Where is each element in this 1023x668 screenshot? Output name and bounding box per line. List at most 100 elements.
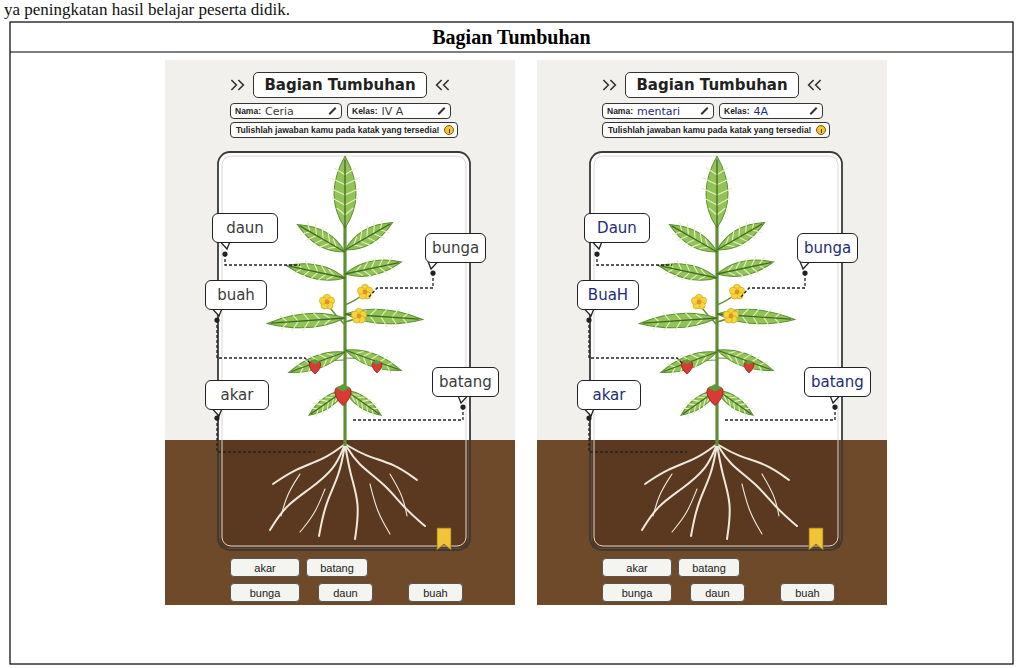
word-bank-chip: batang (678, 558, 740, 577)
leaf-blade (344, 255, 404, 281)
title-banner: Bagian Tumbuhan (625, 72, 798, 98)
node-text: Bagian Tumbuhan (264, 76, 415, 94)
leaf-blade (716, 255, 776, 281)
flower-center (735, 290, 740, 295)
leader-dot (832, 404, 837, 409)
node-text: BuaH (588, 286, 628, 304)
name-field: Kelas:4A (719, 103, 823, 119)
leader-line (368, 273, 433, 298)
node-text: batang (320, 562, 354, 574)
node-text: mentari (637, 105, 680, 118)
worksheet-photo (537, 60, 887, 605)
leader-dot (430, 270, 435, 275)
leader-line (225, 254, 300, 265)
cut-text-line: ya peningkatan hasil belajar peserta did… (4, 0, 290, 20)
leader-dot (214, 317, 219, 322)
leaf-blade (267, 311, 346, 330)
leader-line (351, 407, 463, 420)
node-text: bunga (432, 239, 479, 257)
word-bank-chip: batang (306, 558, 368, 577)
node-text: buah (795, 587, 819, 599)
leaf-blade (658, 346, 719, 379)
answer-callout: daun (212, 213, 278, 243)
worksheet: Bagian TumbuhanNama: mentari Kelas:4A Tulis… (537, 60, 887, 605)
node-text: akar (593, 386, 626, 404)
leader-dot (802, 270, 807, 275)
leaf-blade (717, 307, 796, 326)
leaf (664, 215, 722, 261)
info-icon (444, 125, 454, 135)
root (742, 484, 762, 534)
flower (351, 308, 366, 323)
leaf (715, 252, 776, 283)
pencil-icon (329, 107, 337, 115)
roots (642, 444, 797, 539)
table-rule (10, 51, 1013, 52)
word-bank-chip: daun (690, 583, 745, 602)
node-text: bunga (622, 587, 653, 599)
word-bank-chip: bunga (602, 583, 672, 602)
worksheet: Bagian TumbuhanNama:CeriaKelas:IV ATulis… (165, 60, 515, 605)
node-text: bunga (250, 587, 281, 599)
leader-line (217, 320, 311, 364)
answer-callout: akar (577, 380, 641, 410)
node-text: Kelas: (352, 106, 378, 116)
leader-line (740, 273, 805, 298)
leaf-blade (715, 344, 776, 377)
pencil-icon (810, 107, 818, 115)
node-text: Daun (597, 219, 637, 237)
leaf-midrib (345, 350, 399, 369)
leaf (658, 344, 721, 381)
bookmark (809, 528, 823, 550)
answer-callout: batang (432, 367, 499, 397)
instruction-bar: Tulishlah jawaban kamu pada katak yang t… (602, 122, 830, 138)
strawberry (372, 360, 382, 373)
flower (319, 294, 334, 309)
node-text: Tulishlah jawaban kamu pada katak yang t… (608, 125, 811, 135)
leaf (343, 252, 404, 283)
berry-cap (708, 384, 722, 392)
root (345, 444, 425, 526)
root (717, 444, 797, 526)
node-text: daun (705, 587, 729, 599)
pencil-icon (438, 107, 446, 115)
chevron-deco (809, 80, 821, 90)
leader-dot (460, 404, 465, 409)
node-text: buah (423, 587, 447, 599)
root (345, 444, 417, 480)
leaf-midrib (345, 224, 390, 250)
answer-callout: Daun (584, 213, 650, 243)
word-bank-chip: buah (408, 583, 463, 602)
leaf (330, 156, 361, 228)
node-text: 4A (754, 105, 769, 118)
leaf (286, 344, 349, 381)
name-field: Kelas:IV A (347, 103, 451, 119)
soil-frame (592, 440, 840, 548)
flower (357, 284, 372, 299)
leaf-blade (334, 156, 356, 228)
leader-dot (222, 251, 227, 256)
worksheet-paper (537, 60, 887, 605)
leaf (656, 256, 719, 287)
root (645, 444, 717, 484)
word-bank-chip: akar (230, 558, 300, 577)
leaf-blade (286, 346, 347, 379)
leaf-midrib (717, 263, 771, 274)
leaf-blade (341, 216, 396, 256)
table-frame (10, 22, 1013, 664)
node-text: Nama: (607, 106, 633, 116)
leaf-midrib (271, 318, 345, 323)
berry-cap (310, 359, 320, 364)
word-bank-chip: buah (780, 583, 835, 602)
title-banner: Bagian Tumbuhan (253, 72, 426, 98)
leader-dot (586, 317, 591, 322)
node-text: buah (217, 286, 255, 304)
leaf (702, 156, 733, 228)
leaf-blade (285, 259, 347, 285)
strawberry (744, 360, 754, 373)
flower-center (729, 314, 734, 319)
word-bank-chip: daun (318, 583, 373, 602)
worksheet-paper (165, 60, 515, 605)
